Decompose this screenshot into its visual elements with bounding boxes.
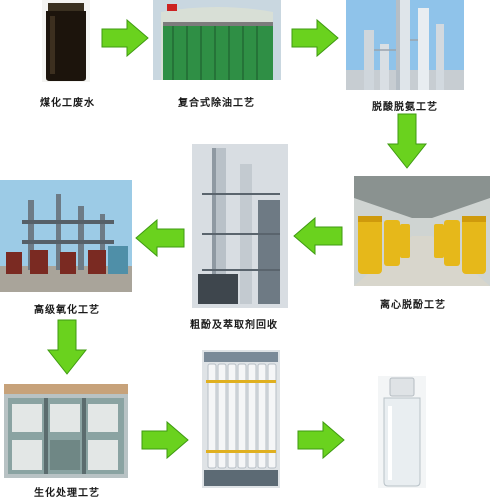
centrifugal-dephenol-hall-photo	[354, 176, 490, 286]
biochemical-treatment-pool-photo	[4, 384, 128, 478]
arrow-left-icon	[134, 218, 186, 258]
clean-water-bottle-photo	[378, 376, 426, 488]
wastewater-bottle-photo	[42, 0, 90, 82]
caption-advanced-oxidation: 高级氧化工艺	[34, 305, 100, 316]
caption-biochemical-treatment: 生化处理工艺	[34, 488, 100, 499]
arrow-left-icon	[292, 216, 344, 256]
membrane-filtration-unit-photo	[202, 350, 280, 488]
arrow-right-icon	[290, 18, 340, 58]
arrow-right-icon	[296, 420, 346, 460]
caption-centrifugal-dephenol: 离心脱酚工艺	[380, 300, 446, 311]
caption-deacidification-deammonia: 脱酸脱氨工艺	[372, 102, 438, 113]
caption-composite-oil-removal: 复合式除油工艺	[178, 98, 255, 109]
arrow-down-icon	[386, 112, 428, 170]
caption-coal-chemical-wastewater: 煤化工废水	[40, 98, 95, 109]
arrow-down-icon	[46, 318, 88, 376]
arrow-right-icon	[100, 18, 150, 58]
advanced-oxidation-plant-photo	[0, 180, 132, 292]
phenol-recovery-tower-photo	[192, 144, 288, 308]
deacidification-tower-photo	[346, 0, 464, 90]
arrow-right-icon	[140, 420, 190, 460]
oil-removal-tank-photo	[153, 0, 281, 80]
caption-crude-phenol-recovery: 粗酚及萃取剂回收	[190, 320, 278, 331]
